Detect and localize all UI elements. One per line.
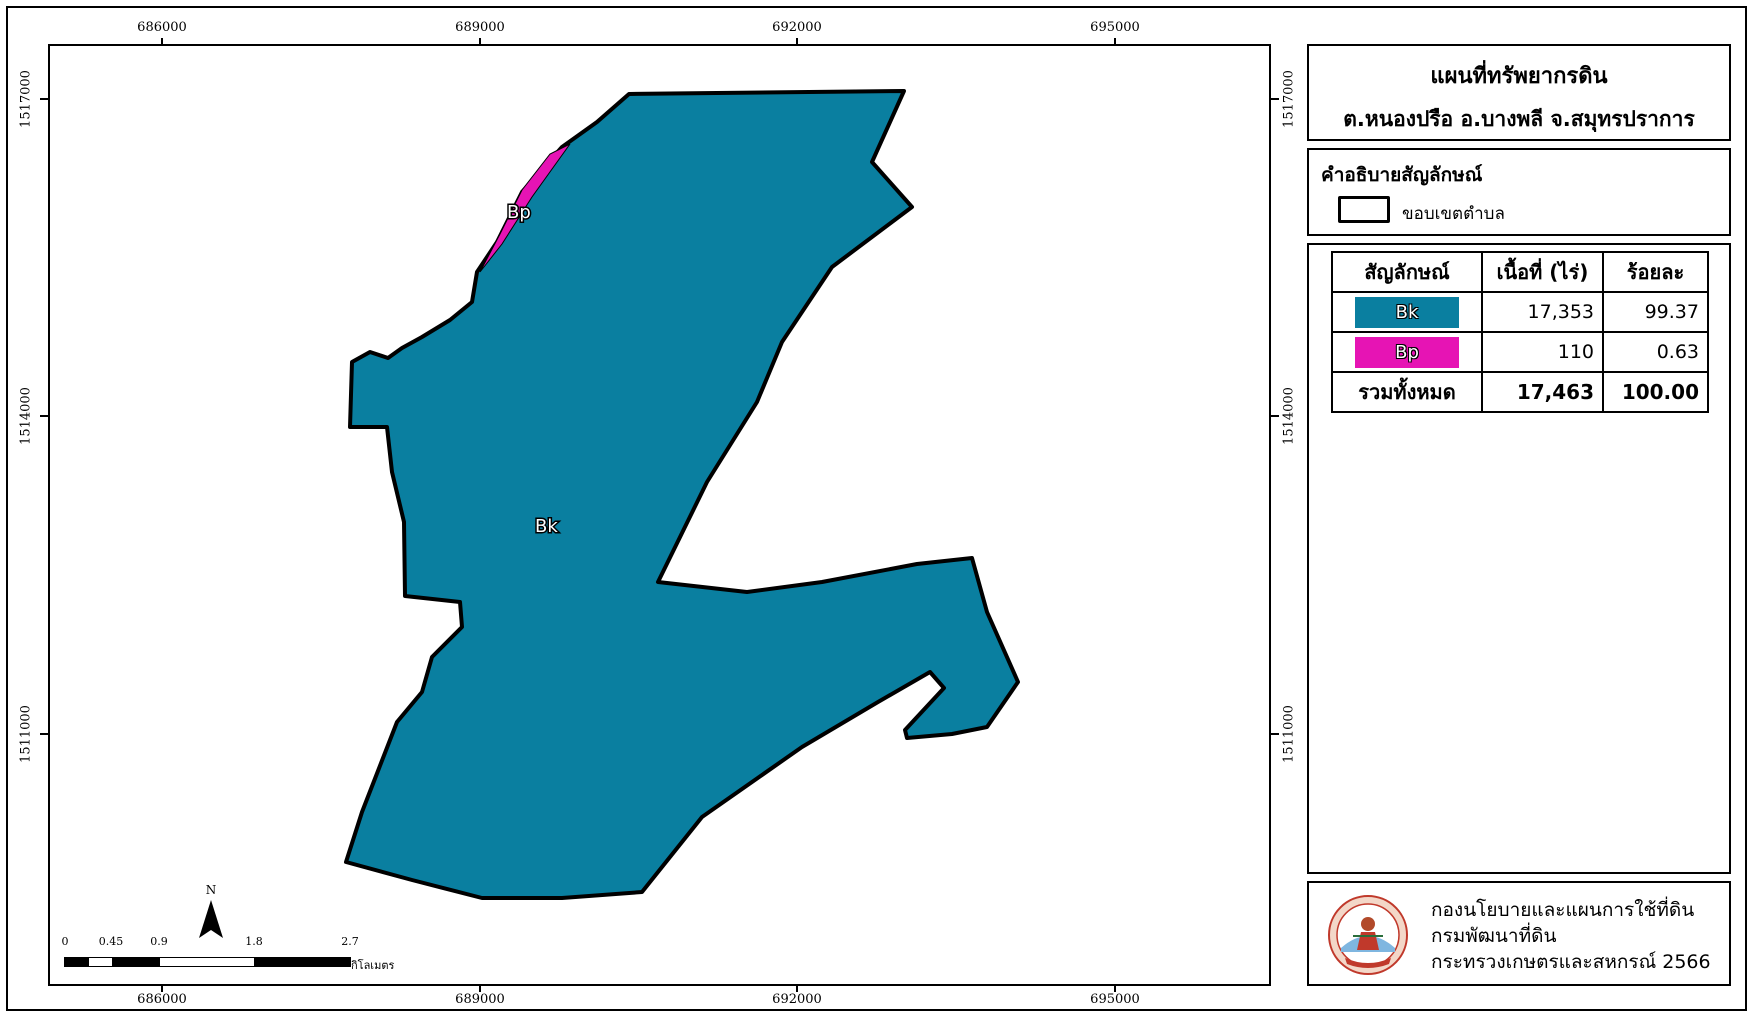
soil-unit-bk-polygon[interactable] [344,89,1020,900]
scale-segment [88,957,113,967]
table-header: เนื้อที่ (ไร่) [1480,251,1605,293]
scale-tick-label: 2.7 [341,935,359,948]
x-tick-bottom-3 [796,984,798,992]
x-tick-top-3 [796,38,798,46]
y-tick-label-left: 1511000 [18,705,34,763]
scale-tick-label: 0.9 [150,935,168,948]
y-tick-left-2 [40,415,48,417]
total-label: รวมทั้งหมด [1331,371,1483,413]
land-development-department-logo-icon [1328,895,1408,975]
scale-unit-label: กิโลเมตร [351,959,395,972]
x-tick-label-bottom: 692000 [772,992,822,1007]
x-tick-label-top: 695000 [1090,20,1140,35]
total-area: 17,463 [1480,371,1605,413]
title-panel: แผนที่ทรัพยากรดิน ต.หนองปรือ อ.บางพลี จ.… [1307,44,1731,141]
credit-text: กองนโยบายและแผนการใช้ที่ดิน กรมพัฒนาที่ด… [1431,897,1711,975]
map-title: แผนที่ทรัพยากรดิน [1430,64,1608,89]
x-tick-label-top: 692000 [772,20,822,35]
percent-cell: 99.37 [1602,291,1709,333]
soil-unit-bp-polygon[interactable] [479,143,571,273]
y-tick-right-1 [1271,98,1279,100]
x-tick-label-top: 686000 [137,20,187,35]
scale-tick-label: 0 [61,935,69,948]
scale-segment [159,957,255,967]
total-percent: 100.00 [1602,371,1709,413]
symbol-cell: Bk [1331,291,1483,333]
x-tick-top-2 [479,38,481,46]
scale-segment [254,957,351,967]
x-tick-label-top: 689000 [455,20,505,35]
y-tick-label-right: 1514000 [1281,387,1297,445]
table-header: ร้อยละ [1602,251,1709,293]
percent-cell: 0.63 [1602,331,1709,373]
x-tick-bottom-4 [1114,984,1116,992]
x-tick-label-bottom: 695000 [1090,992,1140,1007]
scale-tick-label: 1.8 [245,935,263,948]
soil-map[interactable]: Bp Bk [50,46,1269,984]
y-tick-left-3 [40,733,48,735]
area-cell: 110 [1480,331,1605,373]
x-tick-label-bottom: 686000 [137,992,187,1007]
credit-line: กรมพัฒนาที่ดิน [1431,925,1557,947]
scale-tick-label: 0.45 [98,935,124,948]
credit-line: กระทรวงเกษตรและสหกรณ์ 2566 [1431,951,1711,973]
y-tick-label-right: 1511000 [1281,705,1297,763]
soil-symbol-swatch-bp: Bp [1355,336,1459,368]
north-arrow-icon: N [199,883,223,938]
x-tick-bottom-2 [479,984,481,992]
scale-segment [64,957,89,967]
legend-panel: คำอธิบายสัญลักษณ์ ขอบเขตตำบล [1307,148,1731,236]
boundary-label: ขอบเขตตำบล [1402,204,1505,224]
table-total-row: รวมทั้งหมด 17,463 100.00 [1331,371,1709,413]
table-row: Bk 17,353 99.37 [1331,291,1709,333]
symbol-cell: Bp [1331,331,1483,373]
y-tick-label-left: 1517000 [18,70,34,128]
credit-panel: กองนโยบายและแผนการใช้ที่ดิน กรมพัฒนาที่ด… [1307,881,1731,986]
legend-heading: คำอธิบายสัญลักษณ์ [1321,164,1483,186]
soil-table-panel: สัญลักษณ์ เนื้อที่ (ไร่) ร้อยละ Bk 17,35… [1307,243,1731,874]
y-tick-label-right: 1517000 [1281,70,1297,128]
soil-symbol-swatch-bk: Bk [1355,296,1459,328]
map-subtitle: ต.หนองปรือ อ.บางพลี จ.สมุทรปราการ [1343,107,1695,131]
outer-frame [6,6,1747,1011]
map-label-bp: Bp [507,202,531,223]
scale-segment [112,957,160,967]
x-tick-top-1 [161,38,163,46]
y-tick-left-1 [40,98,48,100]
x-tick-bottom-1 [161,984,163,992]
svg-text:N: N [206,883,217,897]
table-header: สัญลักษณ์ [1331,251,1483,293]
credit-line: กองนโยบายและแผนการใช้ที่ดิน [1431,899,1695,921]
y-tick-right-2 [1271,415,1279,417]
map-label-bk: Bk [535,516,558,537]
area-cell: 17,353 [1480,291,1605,333]
map-frame[interactable]: Bp Bk [48,44,1271,986]
x-tick-top-4 [1114,38,1116,46]
x-tick-label-bottom: 689000 [455,992,505,1007]
table-header-row: สัญลักษณ์ เนื้อที่ (ไร่) ร้อยละ [1331,251,1709,293]
soil-area-table: สัญลักษณ์ เนื้อที่ (ไร่) ร้อยละ Bk 17,35… [1331,251,1709,413]
y-tick-right-3 [1271,733,1279,735]
y-tick-label-left: 1514000 [18,387,34,445]
table-row: Bp 110 0.63 [1331,331,1709,373]
boundary-swatch [1338,196,1390,223]
